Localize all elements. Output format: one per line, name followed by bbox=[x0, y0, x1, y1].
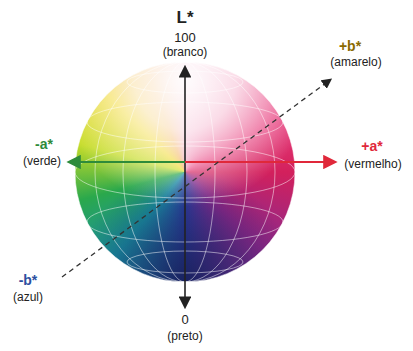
axis-name: -b* bbox=[19, 272, 38, 289]
a-axis-red bbox=[185, 161, 334, 163]
axis-value: 0 bbox=[181, 312, 188, 328]
axis-note: (verde) bbox=[23, 154, 61, 168]
b-axis bbox=[62, 80, 330, 277]
axis-note: (azul) bbox=[13, 290, 43, 304]
l-axis-down bbox=[184, 172, 186, 306]
axis-note: (preto) bbox=[167, 329, 202, 343]
axis-name: L* bbox=[177, 8, 194, 28]
axis-name: -a* bbox=[35, 136, 53, 153]
axis-name: +a* bbox=[361, 138, 382, 155]
axis-value: 100 bbox=[174, 30, 196, 46]
axis-note: (branco) bbox=[163, 45, 208, 59]
axis-note: (amarelo) bbox=[330, 55, 381, 69]
axis-note: (vermelho) bbox=[344, 157, 401, 171]
axis-name: +b* bbox=[339, 38, 361, 55]
l-axis-up bbox=[184, 68, 186, 172]
a-axis-green bbox=[70, 161, 185, 163]
